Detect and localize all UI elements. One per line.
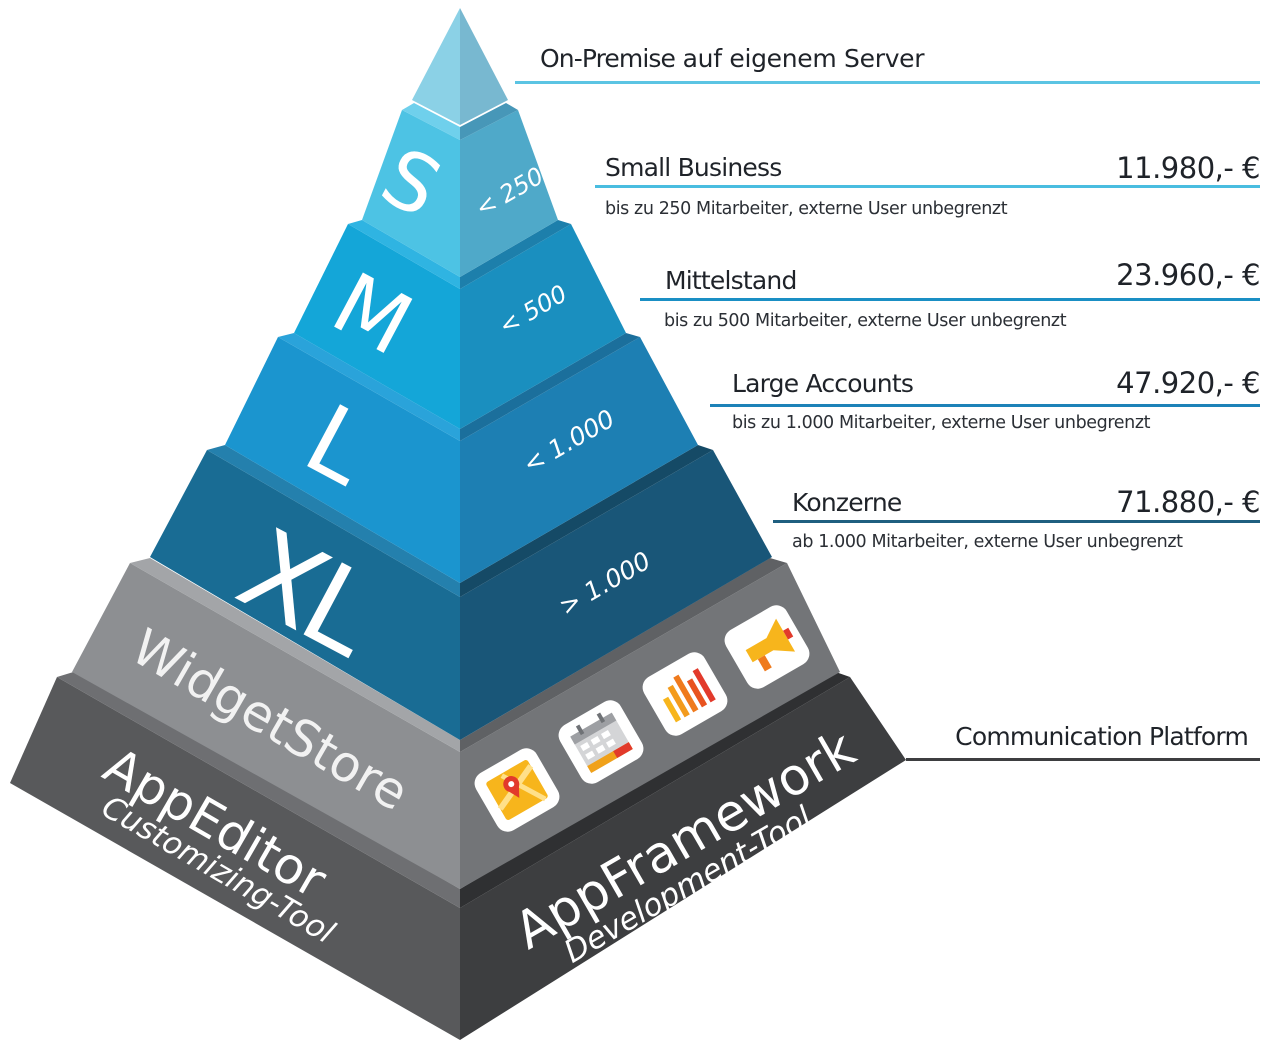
tier-m-ledge <box>348 220 460 289</box>
tier-l-right-face <box>460 337 698 583</box>
plan-name-mittelstand: Mittelstand <box>665 266 797 295</box>
base-layer-ledge-right <box>460 670 850 908</box>
plan-price-mittelstand: 23.960,- € <box>1116 258 1260 292</box>
tier-xl-left-face <box>150 450 460 740</box>
plan-desc-large-accounts: bis zu 1.000 Mitarbeiter, externe User u… <box>732 413 1151 433</box>
apex-left-face <box>412 8 460 125</box>
bar-chart-icon <box>642 652 728 736</box>
tier-xl-ledge <box>207 445 460 597</box>
tier-s-ledge-right <box>460 103 518 140</box>
tier-l <box>225 333 698 583</box>
tier-xl-right-face <box>460 450 772 740</box>
plan-name-small-business: Small Business <box>605 153 782 182</box>
plan-rule-mittelstand <box>640 298 1260 301</box>
widget-layer-left-face <box>72 563 460 889</box>
tier-l-ledge-right <box>460 333 640 441</box>
plan-rule-konzerne <box>773 520 1260 523</box>
tier-xl-ledge-right <box>460 445 713 597</box>
onprem-rule <box>515 81 1260 84</box>
megaphone-icon <box>724 605 810 689</box>
plan-price-small-business: 11.980,- € <box>1116 151 1260 185</box>
tier-s-right-face <box>460 110 558 277</box>
onprem-rest: auf eigenem Server <box>675 44 925 73</box>
plan-name-konzerne: Konzerne <box>792 488 902 517</box>
plan-desc-mittelstand: bis zu 500 Mitarbeiter, externe User unb… <box>664 311 1067 331</box>
plan-rule-large-accounts <box>710 404 1260 407</box>
plan-rule-small-business <box>595 185 1260 188</box>
base-layer-ledge <box>57 670 460 908</box>
communication-platform-rule <box>906 758 1260 761</box>
widget-icons <box>474 605 810 832</box>
plan-desc-konzerne: ab 1.000 Mitarbeiter, externe User unbeg… <box>792 532 1183 552</box>
tier-m-right-face <box>460 224 626 429</box>
widget-layer-ledge <box>130 558 460 752</box>
tier-s <box>362 103 558 277</box>
tier-m-ledge-right <box>460 220 571 289</box>
tier-m-left-face <box>294 224 460 429</box>
tier-m <box>294 220 626 429</box>
apex-right-face <box>460 8 508 125</box>
base-layer-left-face <box>10 677 460 1040</box>
tier-xl <box>150 445 772 740</box>
tier-l-left-face <box>225 337 460 583</box>
base-layer <box>10 670 906 1040</box>
plan-desc-small-business: bis zu 250 Mitarbeiter, externe User unb… <box>605 199 1008 219</box>
plan-price-large-accounts: 47.920,- € <box>1116 366 1260 400</box>
tier-s-left-face <box>362 110 460 277</box>
pyramid-apex <box>412 8 508 125</box>
map-pin-icon <box>474 748 560 832</box>
tier-l-ledge <box>278 333 460 441</box>
plan-price-konzerne: 71.880,- € <box>1116 485 1260 519</box>
calendar-icon <box>558 700 644 784</box>
communication-platform-label: Communication Platform <box>955 722 1249 751</box>
widget-layer-ledge-right <box>460 558 787 752</box>
onprem-strong: On-Premise <box>540 44 676 73</box>
plan-name-large-accounts: Large Accounts <box>732 369 914 398</box>
tier-s-ledge <box>402 103 460 140</box>
onprem-label: On-Premise auf eigenem Server <box>540 44 925 73</box>
base-layer-right-face <box>460 677 906 1040</box>
